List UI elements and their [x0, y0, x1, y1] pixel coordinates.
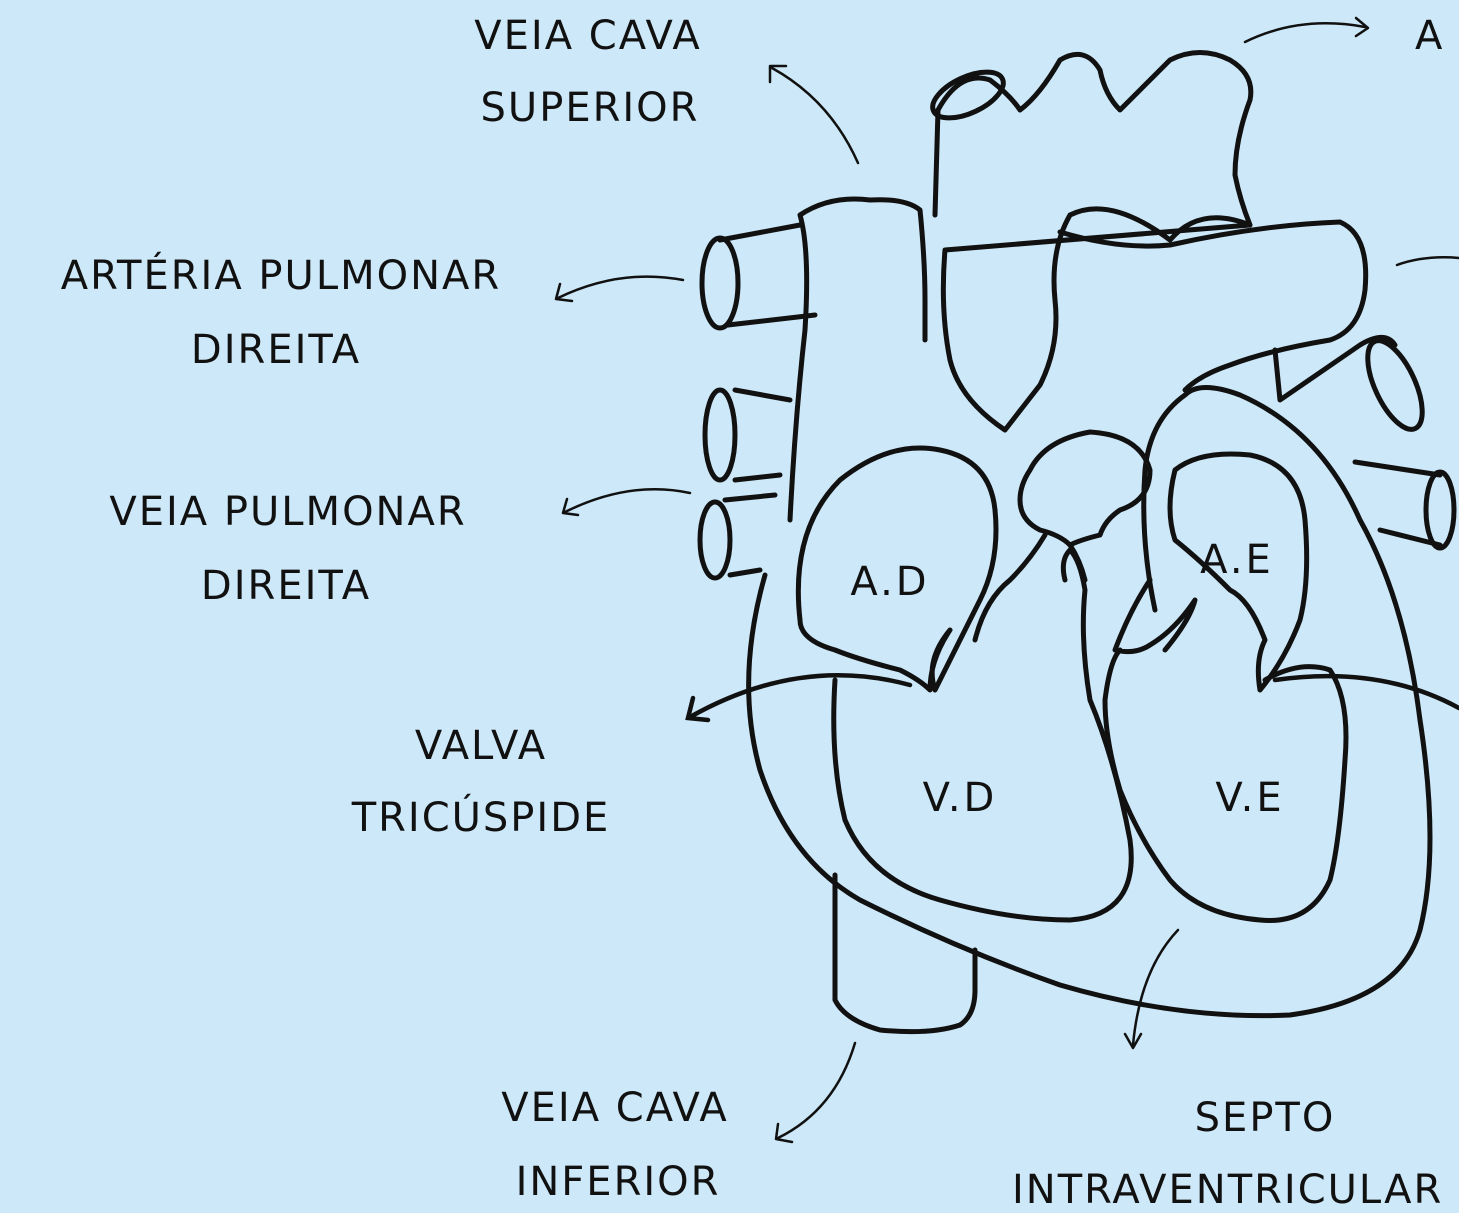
right-pulmonary-artery-opening: [702, 238, 738, 328]
arrow-valva-tricuspide: [690, 675, 910, 717]
left-pulmonary-vein-opening: [1426, 472, 1454, 548]
label-veia-cava-superior-line2: SUPERIOR: [481, 88, 700, 128]
septum-blob: [1020, 432, 1150, 545]
chamber-label-left-atrium: A.E: [1200, 540, 1274, 580]
left-pulmonary-artery-opening: [1357, 333, 1434, 437]
label-veia-pulmonar-line1: VEIA PULMONAR: [109, 492, 466, 532]
label-top-right-cut: A: [1415, 16, 1444, 56]
chamber-label-left-ventricle: V.E: [1215, 778, 1284, 818]
arrow-right-cut-upper: [1397, 257, 1459, 265]
right-ventricle-outline: [834, 550, 1132, 920]
pulmonary-trunk-outline: [1060, 222, 1366, 390]
label-veia-cava-inferior-line2: INFERIOR: [516, 1162, 721, 1202]
right-pulmonary-vein-upper-opening: [705, 390, 735, 480]
arrow-right-cut-lower: [1275, 676, 1459, 708]
right-pulmonary-vein-lower-opening: [700, 502, 730, 578]
label-veia-pulmonar-line2: DIREITA: [201, 566, 371, 606]
label-veia-cava-inferior-line1: VEIA CAVA: [501, 1088, 728, 1128]
label-septo-line1: SEPTO: [1195, 1098, 1336, 1138]
arrow-veia-pulmonar: [565, 489, 690, 512]
arrow-aorta: [1245, 23, 1365, 42]
chamber-label-right-ventricle: V.D: [923, 778, 998, 818]
mitral-leaflets: [1115, 580, 1195, 652]
label-veia-cava-superior-line1: VEIA CAVA: [474, 16, 701, 56]
arrow-veia-cava-inferior: [778, 1043, 855, 1138]
arrow-septo: [1133, 930, 1178, 1045]
chamber-label-right-atrium: A.D: [850, 562, 929, 602]
arrow-arteria-pulmonar: [558, 277, 683, 298]
arrow-veia-cava-superior: [772, 68, 858, 163]
label-valva-tricuspide-line1: VALVA: [415, 726, 547, 766]
aorta-outline: [935, 53, 1251, 226]
label-septo-line2: INTRAVENTRICULAR: [1012, 1170, 1443, 1210]
aorta-opening: [926, 63, 1010, 128]
label-valva-tricuspide-line2: TRICÚSPIDE: [352, 798, 611, 838]
label-arteria-pulmonar-line1: ARTÉRIA PULMONAR: [61, 256, 501, 296]
label-arteria-pulmonar-line2: DIREITA: [191, 330, 361, 370]
superior-vena-cava: [790, 199, 925, 520]
